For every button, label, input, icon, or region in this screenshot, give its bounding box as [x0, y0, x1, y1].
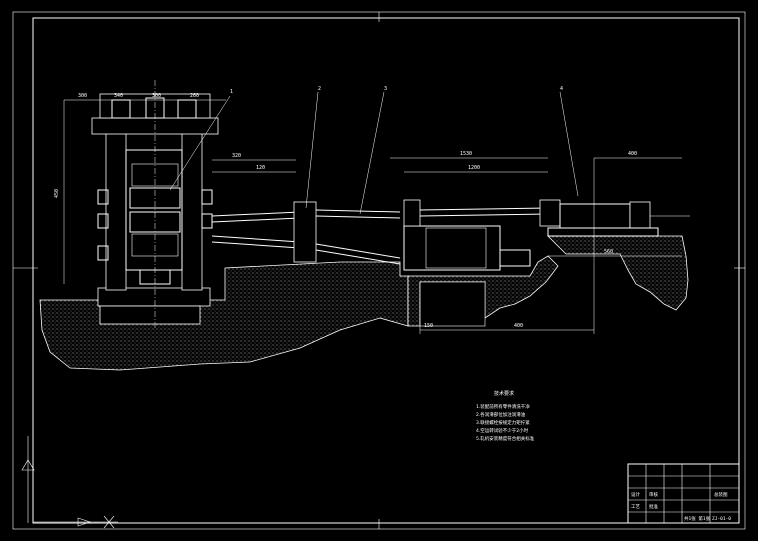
pinion-housing [403, 199, 421, 227]
dim-label-stand-height: 450 [54, 189, 60, 198]
stand-base-plate [97, 287, 211, 307]
dim-label-right-top-c: 400 [628, 151, 637, 157]
main-shaft-a [419, 207, 549, 211]
spindle-ext-upper-b [315, 215, 401, 219]
title-block-frame [627, 463, 740, 524]
bearing-chock-3 [97, 245, 109, 261]
tb-sheet: 共1张 第1张 [684, 515, 711, 522]
leader-3-label: 3 [384, 86, 387, 92]
dim-label-right-top-b: 1200 [468, 165, 480, 171]
foundation-left [39, 261, 409, 371]
orientation-cross-2 [103, 515, 115, 529]
spindle-upper-b [211, 217, 301, 223]
stand-frame-left [105, 129, 127, 291]
stand-foundation-block [99, 305, 201, 325]
bearing-chock-5 [201, 213, 213, 229]
dimension-lines [63, 99, 682, 334]
dim-label-shaft-mid: 120 [256, 165, 265, 171]
dim-label-stand-top-3: 300 [152, 93, 161, 99]
foundation-right [547, 235, 689, 311]
backup-roll-upper [131, 163, 179, 187]
spindle-assembly [211, 199, 690, 271]
tb-field-4: 批准 [649, 503, 658, 510]
leader-3-line [359, 91, 385, 215]
spindle-lower-a [211, 235, 301, 243]
spindle-upper-a [211, 211, 301, 217]
motor-coupling [539, 199, 561, 227]
dim-label-stand-top-2: 340 [114, 93, 123, 99]
tb-drawing-name: 总装图 [714, 491, 728, 498]
coupling-block [293, 201, 317, 263]
spindle-lower-b [211, 241, 301, 249]
tb-drawing-code: ZJ-01-0 [712, 516, 731, 522]
title-block: 设计 审核 工艺 批准 总装图 ZJ-01-0 共1张 第1张 [627, 463, 740, 524]
tb-field-3: 工艺 [631, 504, 640, 510]
note-line-3: 3.联接螺栓按规定力矩拧紧 [476, 419, 530, 426]
dim-label-right-low-b: 560 [604, 249, 613, 255]
note-line-2: 2.各润滑部位加注润滑油 [476, 411, 526, 418]
dim-label-bottom-a: 150 [424, 323, 433, 329]
leader-2-line [305, 91, 319, 209]
technical-notes: 技术要求 1.装配前所有零件清洗干净 2.各润滑部位加注润滑油 3.联接螺栓按规… [476, 390, 535, 442]
stand-frame-right [181, 129, 203, 291]
notes-heading: 技术要求 [494, 390, 514, 397]
dim-label-shaft-top-a: 320 [232, 153, 241, 159]
note-line-1: 1.装配前所有零件清洗干净 [476, 403, 530, 410]
motor-body [559, 203, 631, 229]
bearing-chock-1 [97, 189, 109, 205]
bearing-chock-4 [201, 189, 213, 205]
motor-base [547, 227, 659, 237]
dim-label-stand-top-1: 300 [78, 93, 87, 99]
leader-1-label: 1 [230, 89, 233, 95]
leader-1-line [169, 95, 231, 191]
mill-stand [91, 80, 219, 330]
main-shaft-b [419, 213, 549, 217]
gear-drive-unit [499, 249, 531, 267]
leader-4-label: 4 [560, 86, 563, 92]
leader-4-line [559, 91, 579, 197]
spindle-ext-lower-a [315, 243, 401, 259]
dim-label-right-top-a: 1530 [460, 151, 472, 157]
bearing-chock-2 [97, 213, 109, 229]
leader-2-label: 2 [318, 86, 321, 92]
gear-seat-box [403, 225, 501, 271]
note-line-5: 5.轧机安装精度符合相关标准 [476, 435, 535, 442]
spindle-ext-upper-a [315, 209, 401, 213]
dim-label-stand-top-4: 260 [190, 93, 199, 99]
gear-seat-inner [425, 227, 487, 269]
foundation-pit [419, 281, 486, 327]
spindle-ext-lower-b [315, 249, 401, 265]
tb-field-1: 设计 [631, 491, 640, 498]
dim-label-bottom-b: 400 [514, 323, 523, 329]
motor-end-unit [629, 201, 651, 229]
tb-field-2: 审核 [649, 491, 658, 498]
note-line-4: 4.空运转试验不少于2小时 [476, 427, 529, 434]
stand-window [125, 149, 183, 271]
inner-frame [32, 17, 740, 524]
